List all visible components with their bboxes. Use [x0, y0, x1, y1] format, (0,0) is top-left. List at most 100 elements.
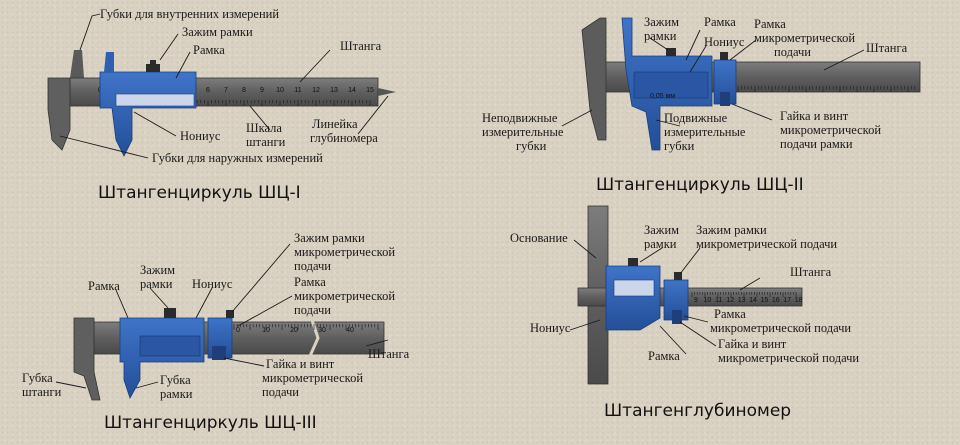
dg-micro-screw — [672, 310, 682, 324]
shc2-label-micro-frame-1: Рамка — [754, 17, 786, 31]
shc2-micro-clamp — [720, 52, 728, 60]
shc3-label-nut-2: микрометрической — [262, 371, 363, 385]
dg-label-micro-frame-1: Рамка — [714, 307, 746, 321]
shc3-label-bar: Штанга — [368, 347, 410, 361]
shc2-label-fixed-2: измерительные — [482, 125, 564, 139]
shc2-caption: Штангенциркуль ШЦ-II — [596, 175, 804, 195]
shc3-label-bar-jaw-1: Губка — [22, 371, 53, 385]
scale-number: 15 — [761, 297, 769, 304]
dg-clamp — [628, 258, 638, 266]
scale-number: 40 — [346, 327, 354, 334]
shc2-vernier-text: 0,05 мм — [650, 93, 675, 100]
shc3-scale-numbers: 0 10 20 30 40 — [236, 327, 354, 334]
shc1-fixed-inner-jaw — [70, 50, 84, 78]
scale-number: 6 — [206, 87, 210, 94]
shc2-label-bar: Штанга — [866, 41, 908, 55]
shc1-label-outer-jaws: Губки для наружных измерений — [152, 151, 323, 165]
scale-number: 14 — [348, 87, 356, 94]
shc1-label-scale-1: Шкала — [246, 121, 282, 135]
shc2-label-fixed-3: губки — [516, 139, 547, 153]
scale-number: 9 — [260, 87, 264, 94]
scale-number: 7 — [224, 87, 228, 94]
shc1-label-scale-2: штанги — [246, 135, 286, 149]
shc3-bar-jaw — [73, 317, 101, 401]
scale-number: 13 — [330, 87, 338, 94]
dg-label-clamp-micro-2: микрометрической подачи — [696, 237, 837, 251]
shc1-frame — [99, 71, 197, 157]
shc3-label-micro-frame-1: Рамка — [294, 275, 326, 289]
dg-label-micro-frame-2: микрометрической подачи — [710, 321, 851, 335]
dg-micro-clamp — [674, 272, 682, 280]
shc2-label-micro-frame-3: подачи — [774, 45, 811, 59]
shc2-label-frame: Рамка — [704, 15, 736, 29]
scale-number: 16 — [772, 297, 780, 304]
shc1-caption: Штангенциркуль ШЦ-I — [98, 183, 301, 203]
scale-number: 10 — [276, 87, 284, 94]
shc2-micro-screw — [720, 92, 730, 106]
dg-vernier-window — [613, 279, 655, 297]
scale-number: 11 — [715, 297, 722, 304]
scale-number: 0 — [236, 327, 240, 334]
shc3-label-clamp-1: Зажим — [140, 263, 175, 277]
shc3-clamp — [164, 308, 176, 318]
dg-frame — [605, 265, 661, 331]
dg-label-frame: Рамка — [648, 349, 680, 363]
shc2-label-vernier: Нониус — [704, 35, 745, 49]
shc3-label-frame-jaw-2: рамки — [160, 387, 193, 401]
diagram-shc2: 0,05 мм Зажим рамки Рамка Нониус Рамка м… — [482, 15, 921, 195]
shc1-label-frame: Рамка — [193, 43, 225, 57]
shc1-label-frame-clamp: Зажим рамки — [182, 25, 253, 39]
scale-number: 12 — [726, 297, 734, 304]
scale-number: 14 — [749, 297, 757, 304]
shc1-clamp-screw-head — [150, 60, 156, 64]
scale-number: 20 — [290, 327, 298, 334]
shc1-clamp-screw — [146, 64, 160, 72]
shc3-label-clamp-micro-2: микрометрической — [294, 245, 395, 259]
shc3-caption: Штангенциркуль ШЦ-III — [104, 413, 317, 433]
shc3-label-clamp-micro-1: Зажим рамки — [294, 231, 365, 245]
shc3-label-micro-frame-2: микрометрической — [294, 289, 395, 303]
shc2-label-nut-1: Гайка и винт — [780, 109, 849, 123]
shc2-fixed-jaw — [581, 17, 607, 141]
shc3-label-frame: Рамка — [88, 279, 120, 293]
scale-number: 8 — [242, 87, 246, 94]
shc3-label-micro-frame-3: подачи — [294, 303, 331, 317]
dg-label-clamp-micro-1: Зажим рамки — [696, 223, 767, 237]
shc1-label-vernier: Нониус — [180, 129, 221, 143]
scale-number: 17 — [783, 297, 791, 304]
shc3-label-nut-1: Гайка и винт — [266, 357, 335, 371]
dg-label-vernier: Нониус — [530, 321, 571, 335]
shc3-scale-ticks — [233, 324, 379, 330]
shc2-label-moving-1: Подвижные — [664, 111, 728, 125]
shc1-depth-rule — [378, 88, 396, 96]
scale-number: 12 — [312, 87, 320, 94]
shc3-label-frame-jaw-1: Губка — [160, 373, 191, 387]
shc3-label-nut-3: подачи — [262, 385, 299, 399]
shc3-vernier-window — [139, 335, 201, 357]
scale-number: 30 — [318, 327, 326, 334]
shc3-micro-clamp — [226, 310, 234, 318]
scale-number: 10 — [262, 327, 270, 334]
shc2-label-clamp-1: Зажим — [644, 15, 679, 29]
shc2-scale-ticks — [737, 86, 916, 92]
shc1-moving-inner-jaw — [104, 52, 114, 72]
dg-label-nut-2: микрометрической подачи — [718, 351, 859, 365]
diagram-shc1: 0123456789101112131415 Губки для внутрен… — [47, 7, 396, 203]
shc1-label-depth-1: Линейка — [312, 117, 358, 131]
scale-number: 18 — [795, 297, 803, 304]
dg-caption: Штангенглубиномер — [604, 401, 791, 421]
dg-label-base: Основание — [510, 231, 568, 245]
shc2-label-moving-2: измерительные — [664, 125, 746, 139]
scale-number: 9 — [694, 297, 698, 304]
shc2-label-micro-frame-2: микрометрической — [754, 31, 855, 45]
scale-number: 11 — [294, 87, 301, 94]
dg-label-clamp-1: Зажим — [644, 223, 679, 237]
shc2-label-nut-3: подачи рамки — [780, 137, 853, 151]
shc1-vernier-window — [115, 93, 195, 107]
shc1-label-depth-2: глубиномера — [310, 131, 378, 145]
shc3-label-vernier: Нониус — [192, 277, 233, 291]
dg-label-nut-1: Гайка и винт — [718, 337, 787, 351]
